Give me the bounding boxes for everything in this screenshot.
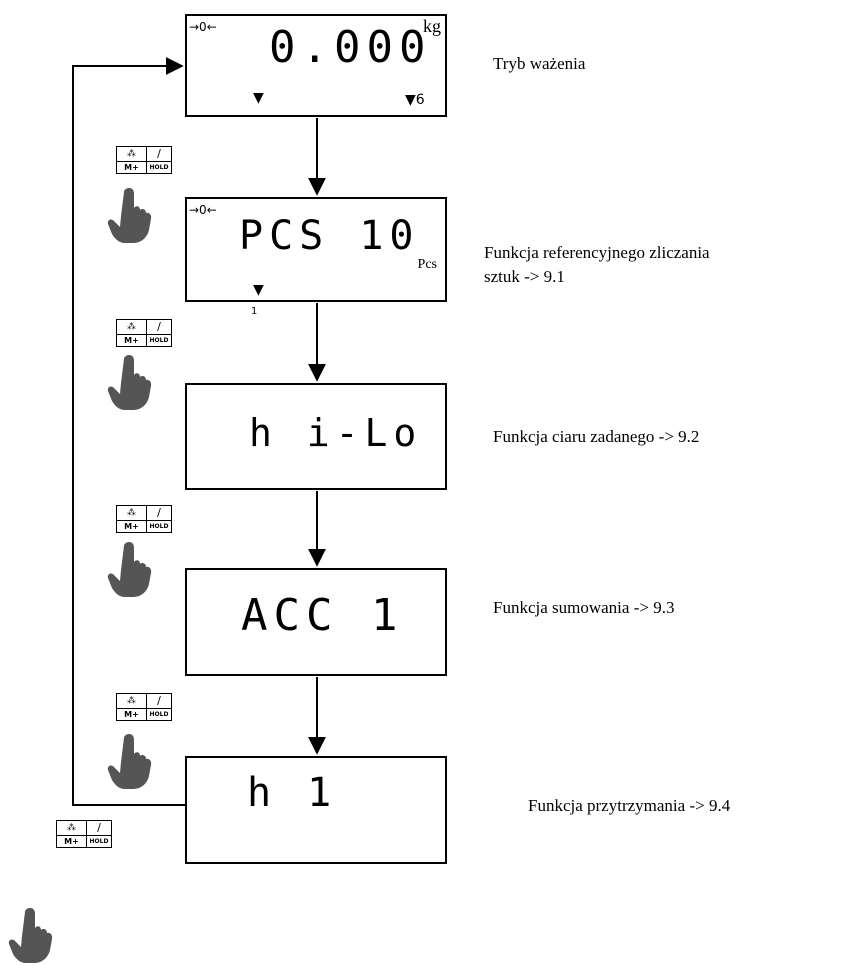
unit-label: Pcs (417, 257, 437, 272)
display-digits: ACC 1 (241, 590, 404, 641)
key-tare-symbol: ⁂ (57, 821, 87, 836)
display-digits: h i-Lo (249, 411, 423, 455)
key-icon: ⁂ ∕ M+ HOLD (116, 693, 172, 721)
display-digits: PCS 10 (239, 213, 420, 259)
zero-indicator: →0← (189, 20, 217, 34)
hand-pointer-icon (107, 542, 152, 597)
key-tare-symbol: ⁂ (117, 147, 147, 162)
triangle-indicator: ▼ (253, 90, 264, 106)
key-icon: ⁂ ∕ M+ HOLD (56, 820, 112, 848)
key-slash-symbol: ∕ (147, 147, 171, 162)
key-mplus-label: M+ (117, 162, 147, 173)
triangle-6-indicator: ▼6 (405, 92, 425, 108)
key-icon: ⁂ ∕ M+ HOLD (116, 146, 172, 174)
key-slash-symbol: ∕ (147, 506, 171, 521)
key-slash-symbol: ∕ (87, 821, 111, 836)
key-hold-label: HOLD (149, 711, 169, 718)
label-hold: Funkcja przytrzymania -> 9.4 (528, 796, 731, 815)
hand-pointer-icon (107, 734, 152, 789)
display-hold: h 1 (185, 756, 447, 864)
display-weighing: →0← 0.000 kg ▼ ▼6 (185, 14, 447, 117)
key-hold-label: HOLD (149, 164, 169, 171)
key-icon: ⁂ ∕ M+ HOLD (116, 319, 172, 347)
key-mplus-label: M+ (117, 709, 147, 720)
key-mplus-label: M+ (117, 521, 147, 532)
label-weighing: Tryb ważenia (493, 54, 586, 73)
key-mplus-label: M+ (117, 335, 147, 346)
label-pcs-line2: sztuk -> 9.1 (484, 267, 565, 286)
key-hold-label: HOLD (149, 523, 169, 530)
display-acc: ACC 1 (185, 568, 447, 676)
display-hilo: h i-Lo (185, 383, 447, 490)
zero-indicator: →0← (189, 203, 217, 217)
key-hold-label: HOLD (89, 838, 109, 845)
key-mplus-label: M+ (57, 836, 87, 847)
display-digits: h 1 (247, 770, 338, 816)
key-slash-symbol: ∕ (147, 320, 171, 335)
hand-pointer-icon (107, 355, 152, 410)
label-acc: Funkcja sumowania -> 9.3 (493, 598, 675, 617)
label-pcs-line1: Funkcja referencyjnego zliczania (484, 243, 710, 262)
stray-mark: 1 (251, 306, 258, 317)
key-tare-symbol: ⁂ (117, 694, 147, 709)
hand-pointer-icon (107, 188, 152, 243)
key-slash-symbol: ∕ (147, 694, 171, 709)
key-hold-label: HOLD (149, 337, 169, 344)
key-icon: ⁂ ∕ M+ HOLD (116, 505, 172, 533)
triangle-indicator: ▼ (253, 282, 264, 298)
display-pcs: →0← PCS 10 Pcs ▼ (185, 197, 447, 302)
key-tare-symbol: ⁂ (117, 320, 147, 335)
display-digits: 0.000 (269, 22, 432, 73)
loop-back-line (72, 57, 185, 806)
unit-label: kg (423, 16, 441, 36)
hand-pointer-icon (8, 908, 53, 963)
label-hilo: Funkcja ciaru zadanego -> 9.2 (493, 427, 700, 446)
key-tare-symbol: ⁂ (117, 506, 147, 521)
